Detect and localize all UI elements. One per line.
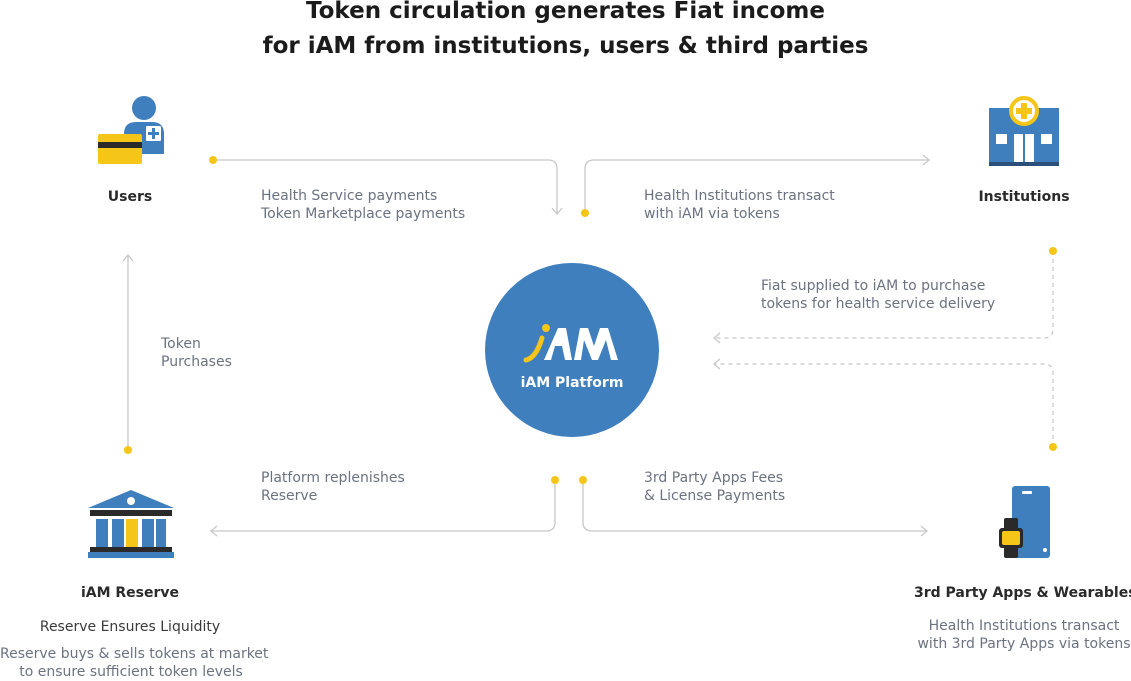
flow-reserve-to-users-line-2: Purchases — [161, 354, 232, 370]
dot-third-party-start — [1049, 443, 1057, 451]
third-party-description-line-2: with 3rd Party Apps via tokens — [917, 636, 1131, 652]
dot-institutions-start — [1049, 247, 1057, 255]
arrowhead-left-platform-1 — [712, 332, 721, 344]
flow-users-to-platform-line-1: Health Service payments — [261, 188, 438, 204]
flow-users-to-platform-note: Health Service payments Token Marketplac… — [261, 187, 465, 223]
hospital-icon — [989, 96, 1059, 166]
dot-reserve-start — [124, 446, 132, 454]
flow-platform-to-reserve-note: Platform replenishes Reserve — [261, 469, 405, 505]
flow-platform-to-institutions-note: Health Institutions transact with iAM vi… — [644, 187, 835, 223]
dot-users-start — [209, 156, 217, 164]
flow-platform-to-reserve-line-2: Reserve — [261, 488, 318, 504]
connector-platform-to-third-party — [582, 480, 927, 532]
institutions-label: Institutions — [978, 189, 1070, 205]
flow-platform-to-third-party-line-1: 3rd Party Apps Fees — [644, 470, 784, 486]
flow-reserve-to-users-line-1: Token — [161, 336, 201, 352]
flow-institutions-fiat-note: Fiat supplied to iAM to purchase tokens … — [761, 277, 995, 313]
flow-users-to-platform-line-2: Token Marketplace payments — [261, 206, 466, 222]
flow-platform-to-institutions-line-2: with iAM via tokens — [644, 206, 780, 222]
arrowhead-left-reserve — [209, 525, 218, 537]
dot-platform-bottom-right — [579, 476, 587, 484]
connector-third-party-fiat — [714, 363, 1054, 447]
users-label: Users — [107, 189, 153, 205]
iam-platform-node — [485, 263, 659, 437]
iam-platform-label: iAM Platform — [520, 375, 624, 391]
connector-users-to-platform — [213, 159, 558, 214]
connector-platform-to-institutions — [584, 159, 929, 213]
third-party-label: 3rd Party Apps & Wearables — [914, 585, 1131, 601]
connector-platform-to-reserve — [211, 480, 556, 532]
iam-logo-icon — [523, 324, 618, 363]
arrowhead-down-platform — [551, 207, 563, 216]
arrowhead-up-users — [122, 253, 134, 262]
arrowhead-left-platform-2 — [712, 358, 721, 370]
reserve-subtitle: Reserve Ensures Liquidity — [39, 619, 221, 635]
dot-platform-bottom-left — [551, 476, 559, 484]
third-party-description: Health Institutions transact with 3rd Pa… — [910, 617, 1131, 653]
flow-institutions-fiat-line-1: Fiat supplied to iAM to purchase — [761, 278, 986, 294]
title-line-2: for iAM from institutions, users & third… — [262, 33, 869, 59]
reserve-description-line-2: to ensure sufficient token levels — [19, 664, 243, 680]
flow-platform-to-institutions-line-1: Health Institutions transact — [644, 188, 835, 204]
flow-platform-to-reserve-line-1: Platform replenishes — [261, 470, 405, 486]
arrowhead-right-third-party — [920, 525, 929, 537]
diagram-title: Token circulation generates Fiat income … — [0, 0, 1131, 64]
smartwatch-phone-icon — [999, 486, 1050, 558]
user-card-icon — [98, 96, 164, 164]
arrowhead-right-institutions — [922, 154, 931, 166]
reserve-description-line-1: Reserve buys & sells tokens at market — [0, 646, 269, 662]
flow-institutions-fiat-line-2: tokens for health service delivery — [761, 296, 996, 312]
dot-platform-top — [581, 209, 589, 217]
title-line-1: Token circulation generates Fiat income — [306, 0, 825, 24]
reserve-label: iAM Reserve — [80, 585, 180, 601]
bank-icon — [88, 490, 174, 558]
flow-platform-to-third-party-note: 3rd Party Apps Fees & License Payments — [644, 469, 785, 505]
third-party-description-line-1: Health Institutions transact — [928, 618, 1120, 634]
flow-platform-to-third-party-line-2: & License Payments — [644, 488, 786, 504]
reserve-description: Reserve buys & sells tokens at market to… — [0, 645, 269, 681]
flow-reserve-to-users-note: Token Purchases — [161, 335, 232, 371]
